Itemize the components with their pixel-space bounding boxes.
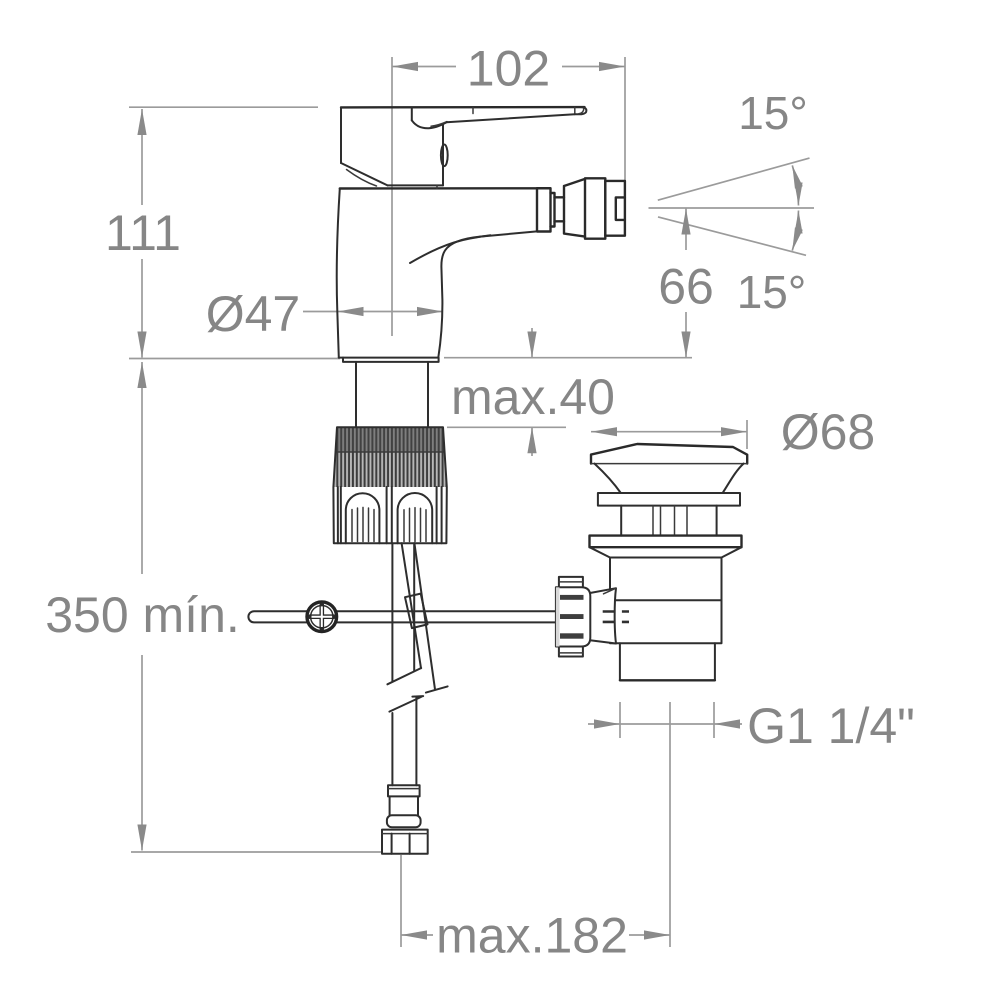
linkage-nut-knurl-3 bbox=[560, 633, 584, 639]
hose-end-bead bbox=[385, 814, 422, 829]
lever-neck-curve-outer bbox=[410, 119, 448, 130]
arrowhead bbox=[527, 331, 537, 358]
arrowhead bbox=[591, 427, 617, 437]
label-offset: max.182 bbox=[436, 908, 628, 964]
arrowhead bbox=[681, 208, 691, 235]
aerator-cone bbox=[562, 177, 587, 238]
label-body-height: 111 bbox=[105, 205, 181, 261]
hose-crimp-sleeve bbox=[404, 592, 429, 630]
nut-posts bbox=[336, 486, 443, 545]
popup-rod bbox=[247, 600, 557, 634]
waste-linkage-boss bbox=[589, 587, 617, 645]
label-angle-up: 15° bbox=[738, 87, 808, 139]
arrowhead bbox=[337, 306, 364, 317]
waste-flange-bell bbox=[593, 462, 745, 494]
arrowhead bbox=[137, 824, 147, 851]
label-waste-thread: G1 1/4" bbox=[747, 698, 915, 754]
label-deck-thickness: max.40 bbox=[451, 369, 615, 425]
hose-end-neck bbox=[388, 795, 419, 817]
rod-hole-hidden-lines bbox=[602, 610, 629, 624]
hose-diagonal-left bbox=[400, 542, 422, 670]
lever-tip-outline bbox=[573, 106, 588, 116]
waste-boss-chamfer bbox=[602, 587, 617, 595]
arrowhead bbox=[401, 930, 427, 940]
arrowhead bbox=[527, 427, 537, 454]
arrowhead bbox=[392, 61, 418, 72]
hose-lower-section bbox=[391, 696, 418, 787]
arrowhead bbox=[794, 210, 803, 234]
dimension-labels: 102 15° 111 66 15° Ø47 max.40 Ø68 350 mí… bbox=[45, 41, 915, 964]
cap-side-button bbox=[439, 143, 449, 168]
linkage-nut-knurl-1 bbox=[560, 594, 584, 600]
hose-nut-flats bbox=[390, 832, 411, 855]
arrowhead bbox=[794, 182, 803, 206]
hose-break-lines bbox=[386, 667, 449, 713]
spout-underside-profile bbox=[437, 230, 538, 359]
waste-neck-slots bbox=[652, 504, 688, 537]
supply-hoses bbox=[381, 542, 449, 855]
arrowhead bbox=[599, 61, 625, 72]
faucet-handle bbox=[339, 105, 588, 187]
lever-tip-detail bbox=[578, 107, 585, 115]
angle-lower-line bbox=[657, 216, 807, 257]
aerator-ring bbox=[535, 187, 552, 233]
rod-outline bbox=[247, 610, 557, 624]
linkage-nut-shade bbox=[555, 587, 560, 647]
cap-chamfer-highlight bbox=[345, 168, 378, 187]
label-hose-length: 350 mín. bbox=[45, 587, 240, 643]
label-angle-down: 15° bbox=[737, 266, 807, 318]
label-outlet-height: 66 bbox=[658, 259, 714, 315]
hose-end-nut bbox=[381, 828, 429, 855]
linkage-nut-knurl-2 bbox=[560, 614, 584, 619]
lever-underside bbox=[445, 113, 576, 124]
waste-locknut-ring bbox=[596, 492, 742, 507]
arrowhead bbox=[594, 719, 620, 729]
waste-body-flange bbox=[588, 534, 743, 549]
arrowhead bbox=[792, 227, 803, 251]
arrowhead bbox=[137, 109, 147, 135]
waste-pipe bbox=[618, 642, 716, 682]
arrowhead bbox=[417, 306, 443, 317]
hose-collar bbox=[387, 784, 421, 798]
spout-aerator bbox=[535, 177, 627, 240]
aerator-cylinder bbox=[583, 177, 607, 240]
rod-screw-cross-highlight bbox=[311, 606, 333, 627]
dimension-lines bbox=[129, 57, 814, 947]
nut-arch-ribs bbox=[351, 506, 427, 543]
waste-body-bevel bbox=[588, 546, 743, 559]
arrowhead bbox=[681, 331, 691, 358]
arrowhead bbox=[721, 427, 747, 437]
nut-dark-band bbox=[335, 427, 445, 452]
nut-outline bbox=[332, 426, 448, 545]
arrowhead bbox=[137, 331, 147, 358]
arrowhead bbox=[644, 930, 670, 940]
popup-waste-group bbox=[554, 442, 749, 682]
aerator-cap bbox=[604, 179, 627, 237]
nut-arch-left bbox=[344, 492, 381, 545]
waste-body bbox=[609, 556, 723, 645]
aerator-outlet bbox=[614, 196, 627, 222]
label-body-diameter: Ø47 bbox=[206, 286, 301, 342]
spout-fillet-curve bbox=[409, 234, 492, 264]
cap-chamfer bbox=[340, 162, 389, 187]
label-flange-diameter: Ø68 bbox=[781, 404, 876, 460]
waste-neck bbox=[620, 504, 718, 537]
label-spout-reach: 102 bbox=[467, 41, 550, 97]
arrowhead bbox=[714, 719, 740, 729]
dimension-arrowheads bbox=[137, 61, 803, 940]
waste-flange-dome bbox=[589, 442, 749, 465]
body-left-edge bbox=[335, 187, 341, 359]
faucet-group bbox=[247, 105, 627, 855]
mounting-shank bbox=[332, 360, 448, 545]
angle-upper-line bbox=[657, 157, 810, 202]
aerator-neck bbox=[553, 196, 566, 223]
aerator-step bbox=[549, 191, 556, 228]
base-plate bbox=[342, 356, 440, 363]
faucet-body bbox=[335, 184, 539, 363]
nut-arch-right bbox=[396, 492, 434, 545]
arrowhead bbox=[137, 362, 147, 388]
